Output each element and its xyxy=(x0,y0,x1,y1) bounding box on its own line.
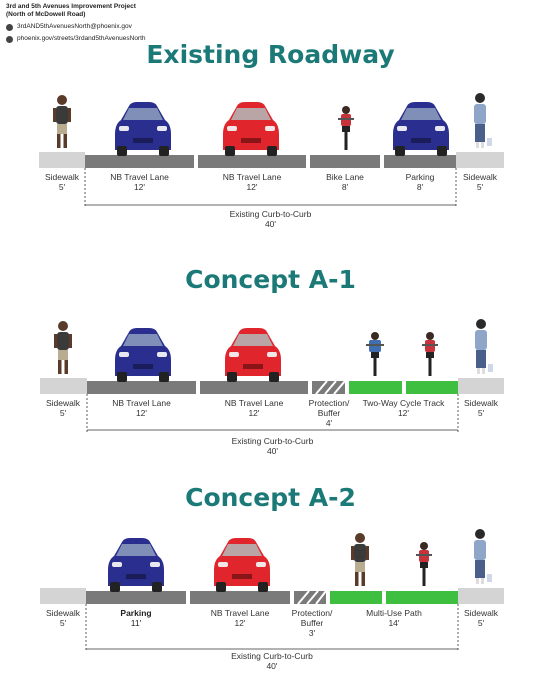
pedestrian-icon xyxy=(351,533,369,586)
project-email[interactable]: 3rdAND5thAvenuesNorth@phoenix.gov xyxy=(17,23,132,30)
project-title: 3rd and 5th Avenues Improvement Project xyxy=(6,3,136,10)
red-car-icon xyxy=(225,328,281,382)
lane-nb-2 xyxy=(198,155,306,168)
project-url[interactable]: phoenix.gov/streets/3rdand5thAvenuesNort… xyxy=(17,35,146,42)
sidewalk-left xyxy=(39,152,85,168)
existing-roadway-title: Existing Roadway xyxy=(146,40,395,69)
pedestrian-icon xyxy=(53,95,71,148)
red-car-icon xyxy=(214,538,270,592)
cyclist-icon xyxy=(366,332,384,376)
project-header: 3rd and 5th Avenues Improvement Project … xyxy=(6,3,146,43)
pedestrian-woman-icon xyxy=(474,529,492,584)
blue-car-icon xyxy=(115,328,171,382)
pedestrian-woman-icon xyxy=(474,93,492,148)
pedestrian-icon xyxy=(54,321,72,374)
parked-car-icon xyxy=(393,102,449,156)
web-icon xyxy=(6,35,13,43)
concept-a2-title: Concept A-2 xyxy=(185,483,356,512)
cyclist-icon xyxy=(422,332,438,376)
parked-car-icon xyxy=(108,538,164,592)
blue-car-icon xyxy=(115,102,171,156)
concept-a2-section-graphic xyxy=(40,529,504,651)
sidewalk-right xyxy=(456,152,504,168)
lane-nb-1 xyxy=(85,155,194,168)
cyclist-icon xyxy=(338,106,354,150)
parking-lane xyxy=(384,155,456,168)
cyclist-icon xyxy=(416,542,432,586)
existing-section-graphic xyxy=(39,93,504,207)
concept-a1-title: Concept A-1 xyxy=(185,265,356,294)
bike-lane xyxy=(310,155,380,168)
email-icon xyxy=(6,23,13,31)
pedestrian-woman-icon xyxy=(475,319,493,374)
concept-a1-section-graphic xyxy=(40,319,504,432)
red-car-icon xyxy=(223,102,279,156)
project-subtitle: (North of McDowell Road) xyxy=(6,11,86,18)
